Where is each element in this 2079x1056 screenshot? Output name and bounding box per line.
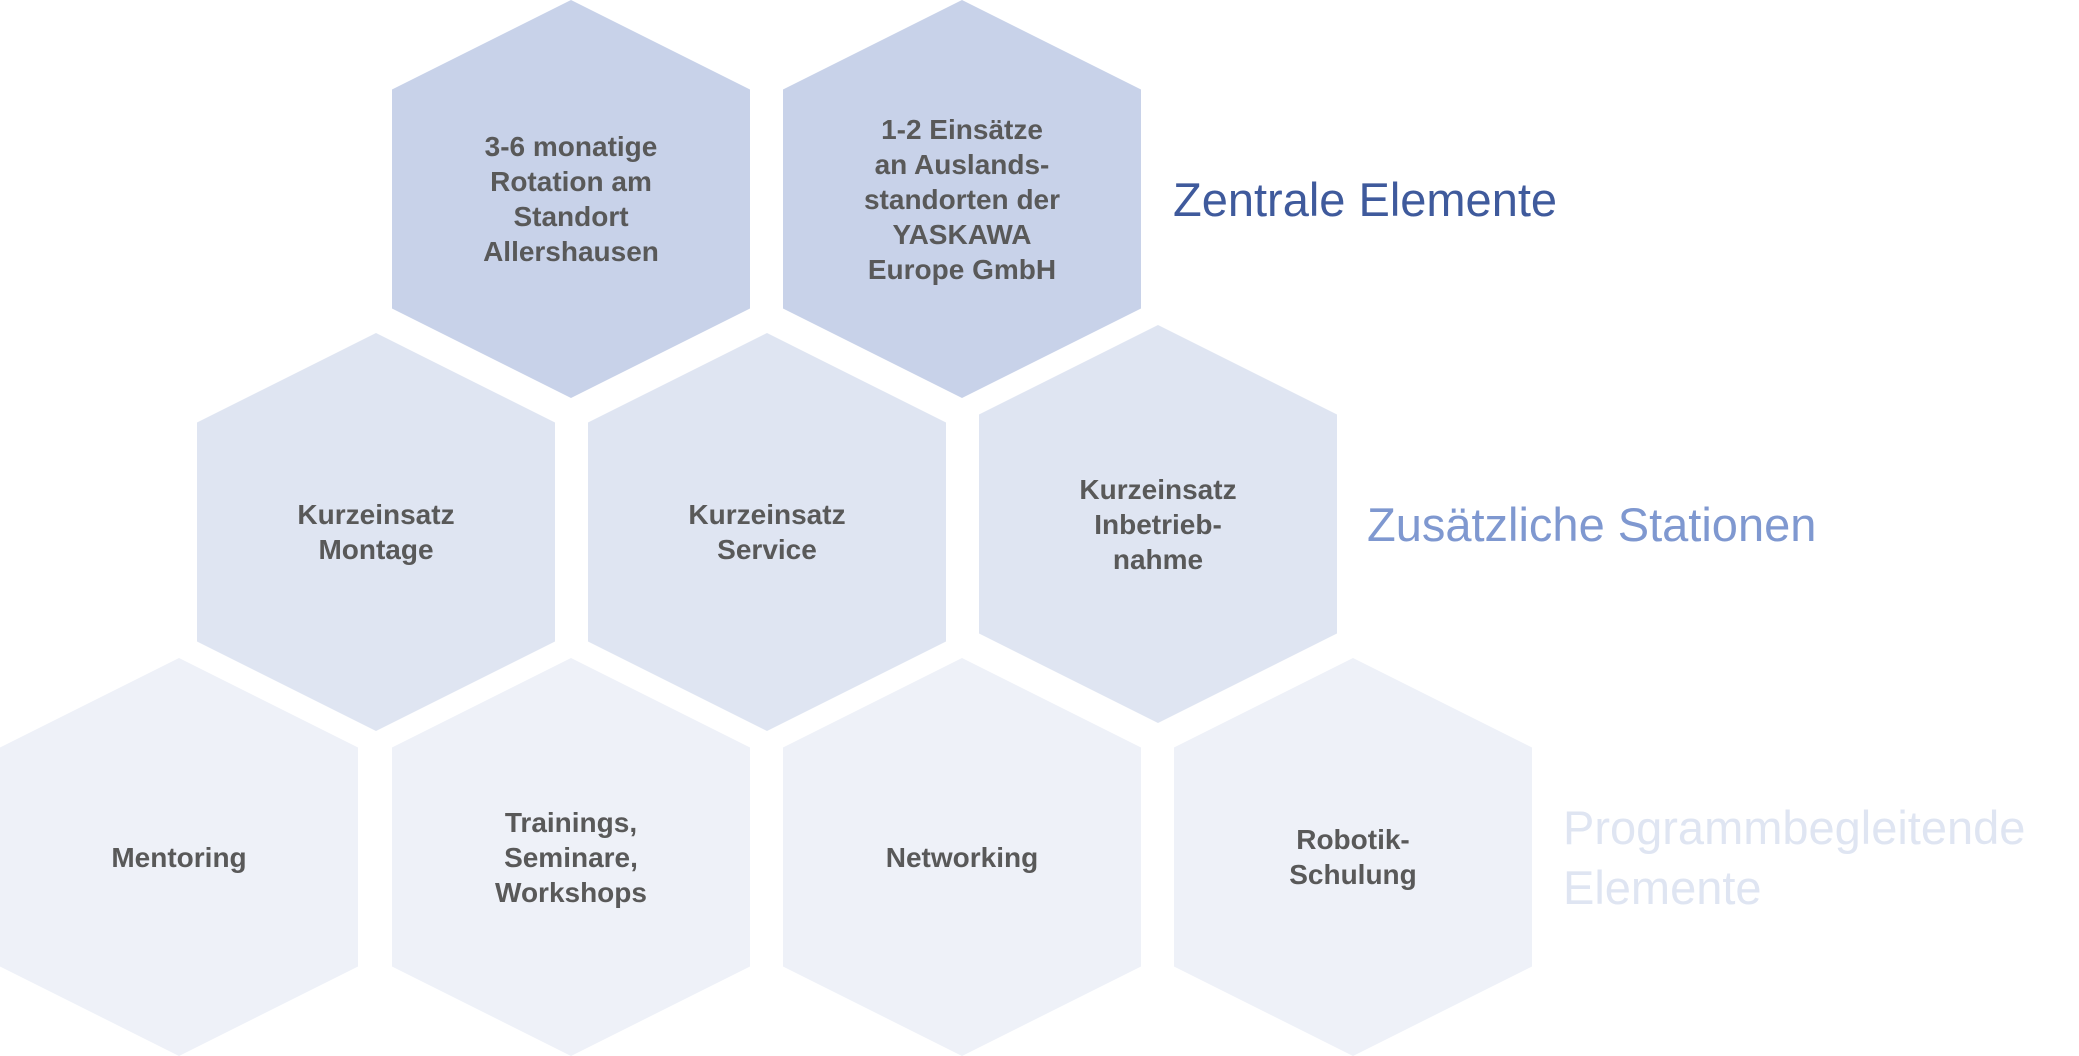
hexagon-label: Mentoring xyxy=(111,841,247,873)
hexagon-label: Kurzeinsatz Montage xyxy=(297,499,455,565)
hexagon-networking: Networking xyxy=(783,658,1141,1056)
hexagon-label: Kurzeinsatz Service xyxy=(688,499,846,565)
hexagon-auslandseinsaetze: 1-2 Einsätze an Auslands- standorten der… xyxy=(783,0,1141,398)
hexagon-label: Robotik- Schulung xyxy=(1289,824,1417,890)
hexagon-robotik-schulung: Robotik- Schulung xyxy=(1174,658,1532,1056)
hexagon-label: 3-6 monatige Rotation am Standort Allers… xyxy=(483,131,659,267)
row-label-zentrale-elemente: Zentrale Elemente xyxy=(1173,173,1558,226)
row-label-zusaetzliche-stationen: Zusätzliche Stationen xyxy=(1367,498,1817,551)
hexagon-label: Kurzeinsatz Inbetrieb- nahme xyxy=(1079,473,1237,575)
hexagon-label: Networking xyxy=(885,841,1039,873)
hexagon-label: 1-2 Einsätze an Auslands- standorten der… xyxy=(863,113,1061,285)
hexagon-rotation-allershausen: 3-6 monatige Rotation am Standort Allers… xyxy=(392,0,750,398)
hexagon-kurzeinsatz-montage: Kurzeinsatz Montage xyxy=(197,333,555,731)
hexagon-kurzeinsatz-service: Kurzeinsatz Service xyxy=(588,333,946,731)
hexagon-kurzeinsatz-inbetriebnahme: Kurzeinsatz Inbetrieb- nahme xyxy=(979,325,1337,723)
row-label-programmbegleitende-elemente: Programmbegleitende Elemente xyxy=(1563,801,2026,914)
hexagon-trainings: Trainings, Seminare, Workshops xyxy=(392,658,750,1056)
hexagon-mentoring: Mentoring xyxy=(0,658,358,1056)
hexagon-label: Trainings, Seminare, Workshops xyxy=(495,806,647,908)
